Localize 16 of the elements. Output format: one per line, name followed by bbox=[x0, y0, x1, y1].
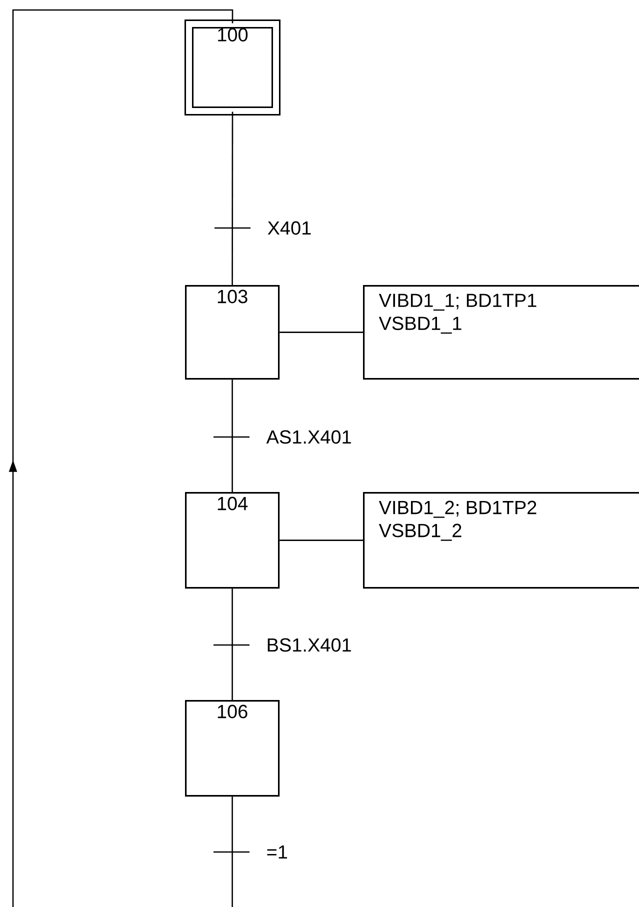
transition-label: AS1.X401 bbox=[266, 430, 351, 444]
initial-step-box: 100 bbox=[184, 20, 280, 116]
connector-line bbox=[280, 332, 363, 333]
step-box: 103 bbox=[185, 285, 280, 380]
step-box: 106 bbox=[185, 700, 280, 797]
step-box: 104 bbox=[185, 492, 280, 589]
action-box: VIBD1_1; BD1TP1 VSBD1_1 bbox=[363, 285, 639, 380]
connector-line bbox=[280, 540, 363, 541]
transition-label: BS1.X401 bbox=[268, 638, 351, 652]
flow-line bbox=[8, 9, 234, 907]
transition-label: X401 bbox=[268, 221, 311, 235]
flow-line bbox=[232, 380, 233, 492]
flow-line bbox=[232, 112, 234, 285]
action-box: VIBD1_2; BD1TP2 VSBD1_2 bbox=[363, 492, 639, 589]
transition-label: =1 bbox=[267, 845, 288, 859]
flow-line bbox=[232, 588, 233, 700]
